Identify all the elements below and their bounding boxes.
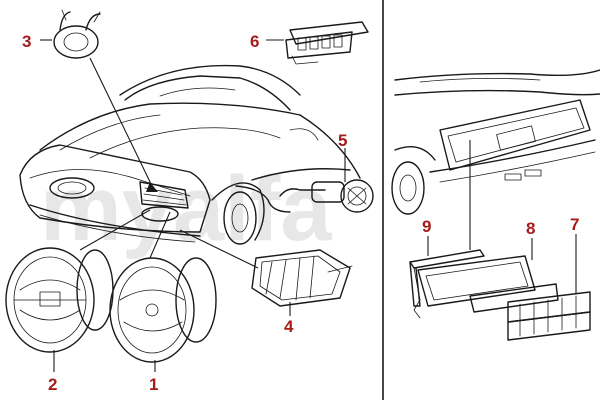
callout-6: 6	[250, 32, 259, 51]
right-headlamp-illustration	[109, 257, 217, 363]
bulb-socket-illustration	[235, 179, 374, 213]
tail-lens-illustration	[507, 291, 591, 341]
car-front-illustration	[19, 64, 361, 245]
callout-9: 9	[422, 217, 431, 236]
callout-2: 2	[48, 375, 57, 394]
callout-numbers: 3 6 5 4 2 1 9 8 7	[22, 32, 579, 394]
leader-3-arrowhead	[146, 182, 158, 192]
tail-housing-illustration	[413, 255, 559, 319]
left-headlamp-illustration	[5, 247, 114, 353]
indicator-lamp-illustration	[251, 249, 353, 307]
callout-4: 4	[284, 317, 294, 336]
callout-5: 5	[338, 131, 347, 150]
callout-8: 8	[526, 219, 535, 238]
tail-gasket-illustration	[409, 249, 485, 307]
leader-2-link	[79, 209, 151, 251]
leader-4-link	[179, 229, 259, 269]
watermark-text: myalfa	[40, 158, 332, 260]
leader-lines	[40, 39, 577, 372]
fuse-box-illustration	[285, 21, 369, 65]
callout-3: 3	[22, 32, 31, 51]
callout-1: 1	[149, 375, 158, 394]
callout-7: 7	[570, 215, 579, 234]
relay-illustration	[53, 9, 101, 59]
leader-1-link	[149, 211, 171, 259]
car-rear-illustration	[391, 69, 600, 215]
leader-3-pointer	[89, 57, 153, 187]
